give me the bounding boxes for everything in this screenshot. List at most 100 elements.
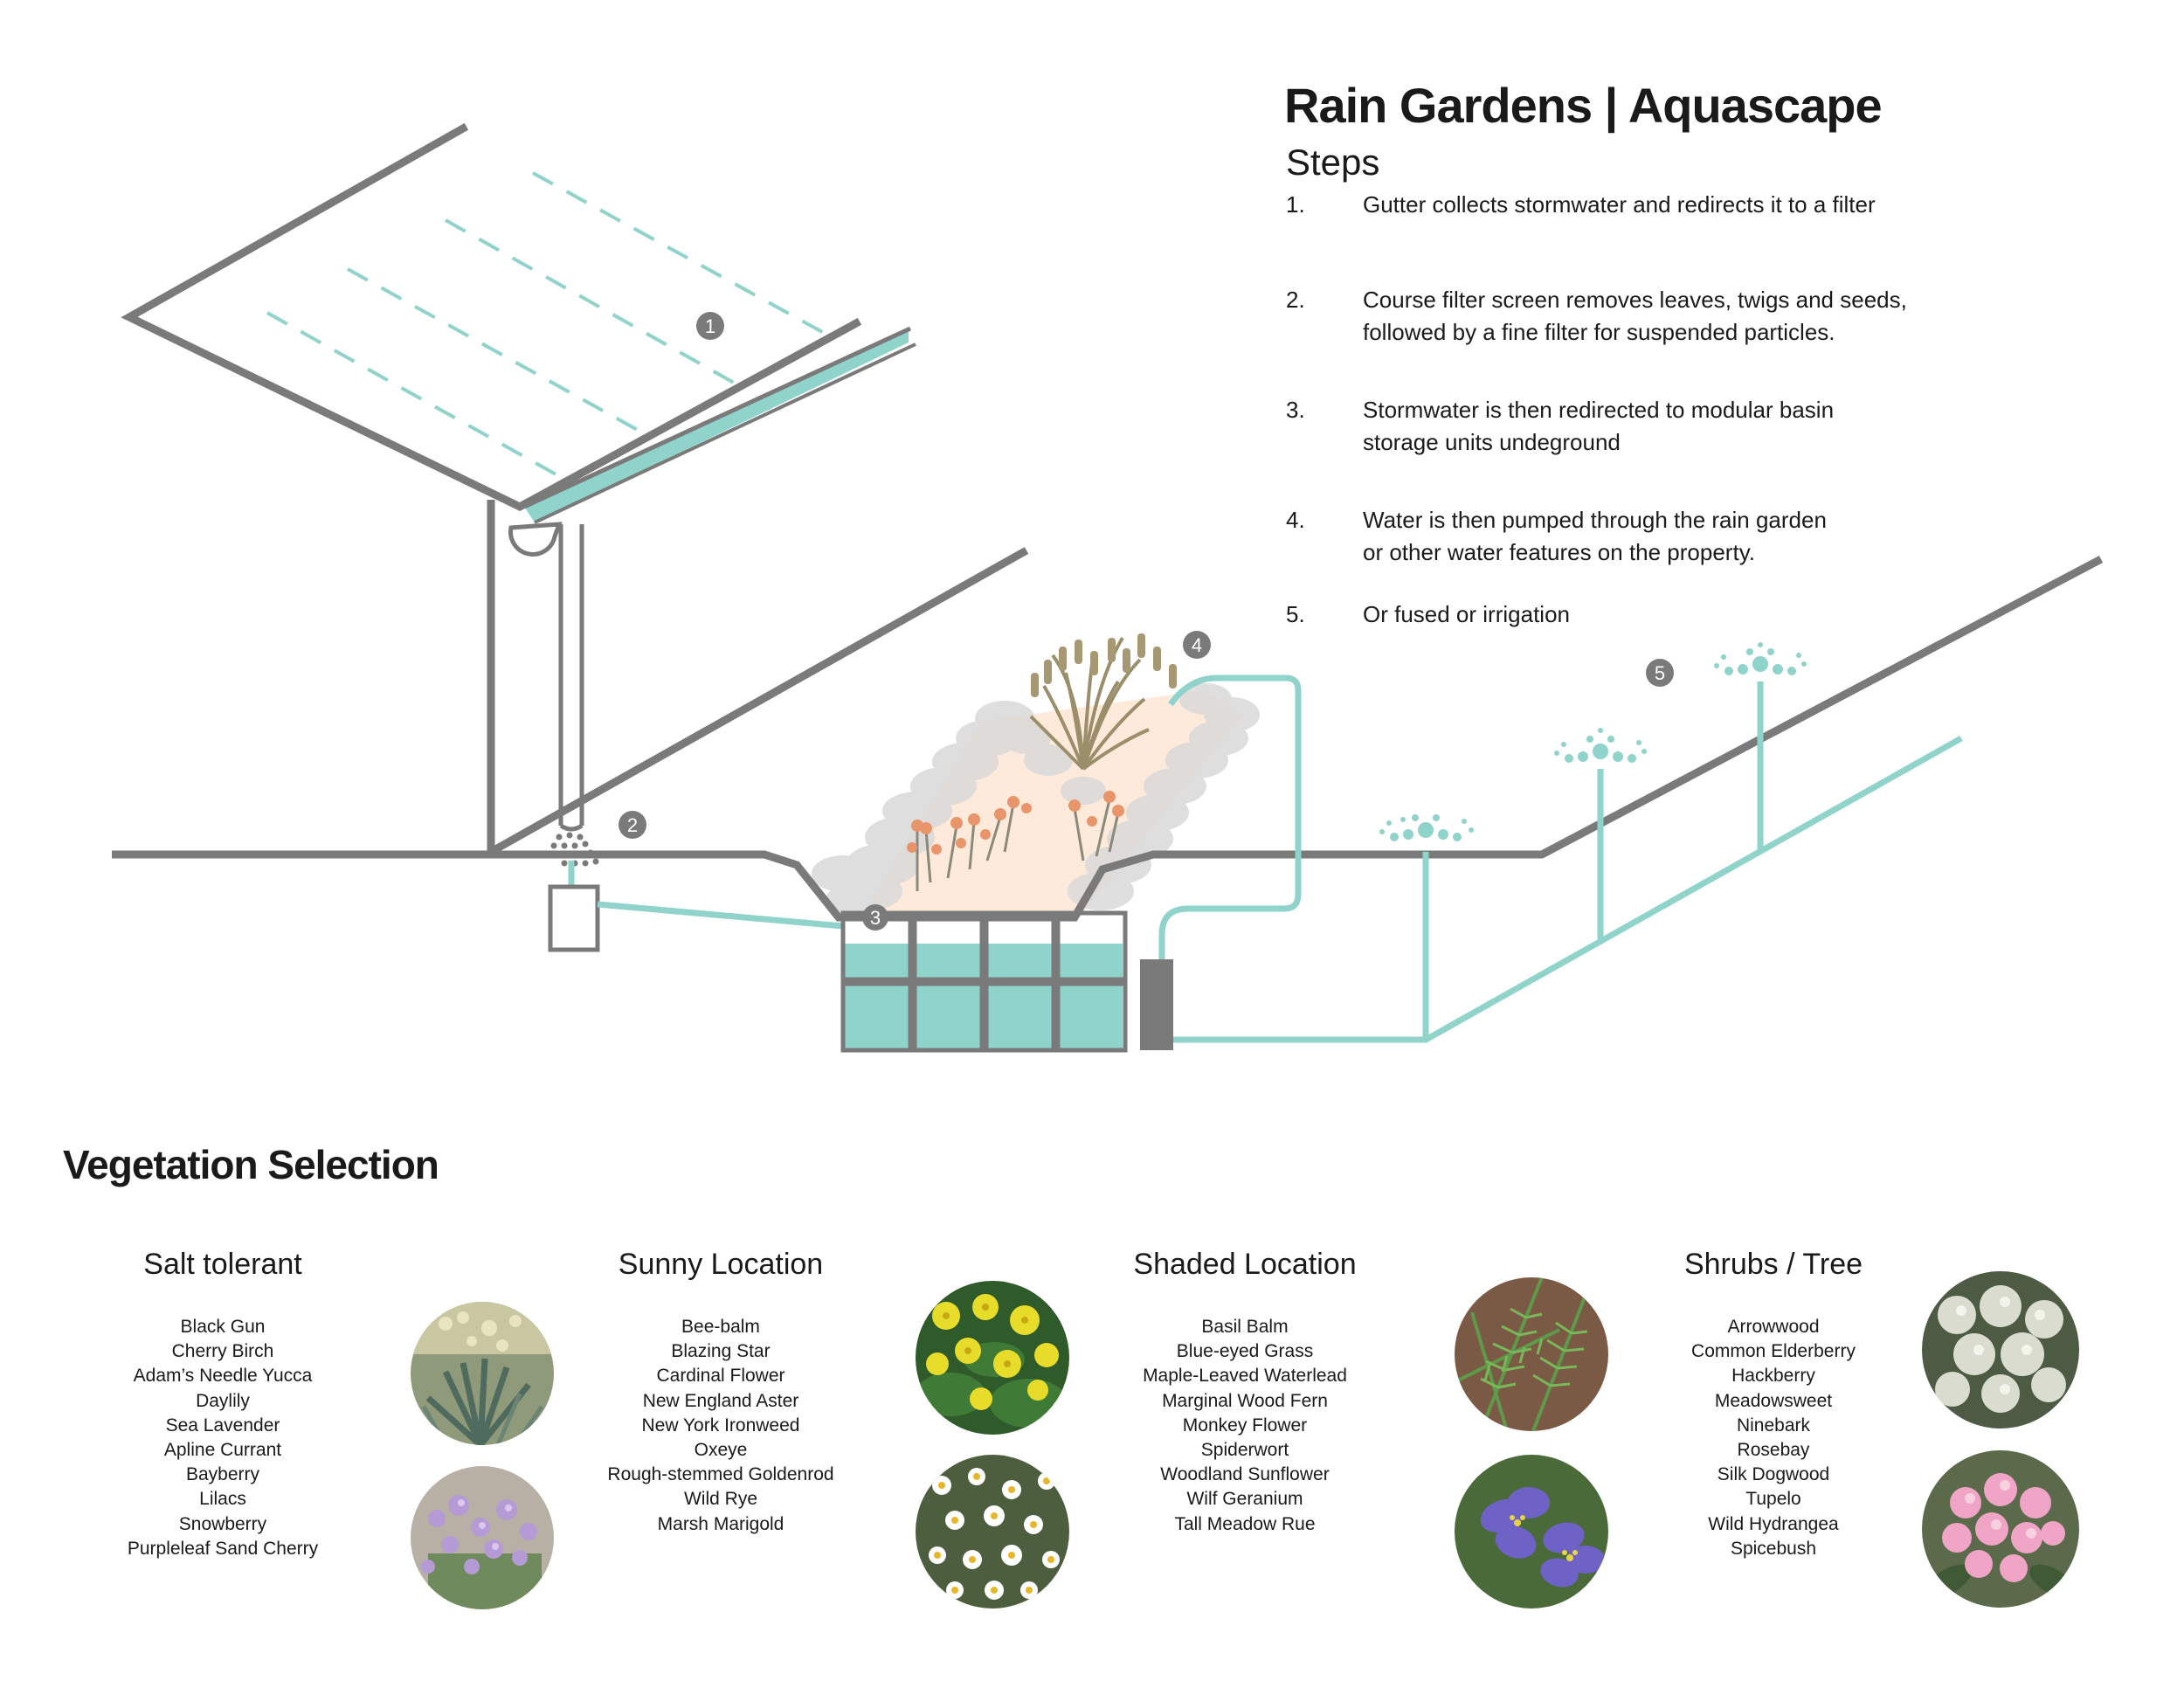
ground-line [112, 556, 2104, 922]
plant-name: Tupelo [1745, 1489, 1801, 1510]
yucca-plant-photo [411, 1302, 554, 1445]
plant-name: Cherry Birch [171, 1341, 274, 1362]
step-text: Gutter collects stormwater and redirects… [1363, 189, 2062, 221]
step-text-line: Gutter collects stormwater and redirects… [1363, 191, 1876, 218]
downspout [558, 524, 584, 832]
plant-name: Maple-Leaved Waterlead [1143, 1366, 1347, 1387]
plant-name: Hackberry [1731, 1366, 1815, 1387]
gutter [508, 326, 916, 557]
plant-name: Woodland Sunflower [1160, 1464, 1330, 1485]
filter-box [548, 861, 600, 952]
vegetation-section-title: Vegetation Selection [63, 1142, 439, 1187]
step-text-line: Stormwater is then redirected to modular… [1363, 397, 1835, 423]
salt-tolerant-heading: Salt tolerant [143, 1248, 302, 1281]
steps-heading: Steps [1286, 142, 1380, 183]
step-marker-3: 3 [862, 904, 888, 930]
salt-tolerant-plant-list: Black Gun Cherry Birch Adam’s Needle Yuc… [39, 1315, 406, 1561]
modular-basin-storage [840, 910, 1128, 1053]
plant-name: Black Gun [180, 1317, 266, 1337]
step-number: 4. [1286, 507, 1305, 533]
wood-fern-photo [1455, 1277, 1608, 1431]
rosebay-photo [1922, 1450, 2079, 1608]
plant-name: Lilacs [199, 1489, 246, 1510]
plant-name: Ninebark [1736, 1415, 1811, 1435]
svg-text:1: 1 [705, 315, 715, 337]
pump [1140, 959, 1173, 1050]
svg-text:2: 2 [627, 814, 638, 836]
shaded-location-heading: Shaded Location [1133, 1248, 1357, 1281]
step-number: 5. [1286, 601, 1305, 627]
plant-name: Blue-eyed Grass [1176, 1341, 1314, 1362]
plant-name: Rough-stemmed Goldenrod [607, 1464, 834, 1485]
roof [121, 122, 862, 512]
plant-name: Wilf Geranium [1186, 1489, 1303, 1510]
step-markers: 1 2 3 4 5 [619, 312, 1674, 930]
sunny-location-plant-list: Bee-balm Blazing Star Cardinal Flower Ne… [537, 1315, 904, 1537]
plant-name: Daylily [196, 1390, 250, 1411]
sunny-location-heading: Sunny Location [618, 1248, 824, 1281]
step-marker-5: 5 [1646, 659, 1674, 687]
step-number: 2. [1286, 287, 1305, 313]
plant-name: Common Elderberry [1691, 1341, 1856, 1362]
orange-flowers [907, 791, 1124, 891]
plant-name: New England Aster [642, 1390, 799, 1411]
roof-rain-lines [266, 171, 826, 478]
step-number: 3. [1286, 397, 1305, 423]
hill-slope-line [488, 547, 1029, 855]
step-marker-1: 1 [696, 312, 724, 340]
plant-name: Rosebay [1737, 1440, 1810, 1461]
plant-name: Cardinal Flower [656, 1366, 785, 1387]
step-text: Or fused or irrigation [1363, 598, 2062, 631]
plant-name: Tall Meadow Rue [1174, 1513, 1316, 1534]
svg-text:4: 4 [1192, 634, 1202, 656]
svg-text:5: 5 [1655, 662, 1665, 684]
spiderwort-photo [1455, 1455, 1608, 1608]
filter-to-basin-pipe [597, 901, 844, 930]
sea-lavender-photo [411, 1466, 554, 1609]
plant-name: Monkey Flower [1182, 1415, 1308, 1435]
elderberry-photo [1922, 1271, 2079, 1429]
page-title: Rain Gardens | Aquascape [1284, 78, 1883, 133]
step-text-line: followed by a fine filter for suspended … [1363, 319, 1835, 345]
irrigation-pipes [1173, 681, 1963, 1043]
plant-name: Basil Balm [1201, 1317, 1289, 1337]
shrubs-tree-plant-list: Arrowwood Common Elderberry Hackberry Me… [1590, 1315, 1957, 1561]
plant-name: Wild Hydrangea [1708, 1513, 1839, 1534]
plant-name: Spiderwort [1200, 1440, 1289, 1461]
step-marker-4: 4 [1183, 631, 1211, 659]
step-text-line: or other water features on the property. [1363, 539, 1755, 565]
rain-garden-bed [812, 633, 1260, 922]
plant-name: Purpleleaf Sand Cherry [127, 1538, 319, 1559]
step-text: Stormwater is then redirected to modular… [1363, 394, 2062, 459]
plant-name: Sea Lavender [165, 1415, 280, 1435]
plant-name: Meadowsweet [1714, 1390, 1833, 1411]
step-text-line: Water is then pumped through the rain ga… [1363, 507, 1827, 533]
svg-text:3: 3 [870, 907, 881, 929]
shrubs-tree-heading: Shrubs / Tree [1683, 1248, 1863, 1281]
plant-name: Bayberry [185, 1464, 260, 1485]
shaded-location-plant-list: Basil Balm Blue-eyed Grass Maple-Leaved … [1061, 1315, 1428, 1537]
plant-name: Silk Dogwood [1717, 1464, 1830, 1485]
plant-name: Marsh Marigold [657, 1513, 784, 1534]
plant-name: New York Ironweed [641, 1415, 800, 1435]
plant-name: Arrowwood [1727, 1317, 1820, 1337]
plant-name: Wild Rye [683, 1489, 757, 1510]
step-text: Water is then pumped through the rain ga… [1363, 504, 2062, 569]
plant-name: Blazing Star [671, 1341, 771, 1362]
plant-name: Spicebush [1730, 1538, 1817, 1559]
downspout-spray [550, 832, 599, 867]
rain-garden-section-diagram: 1 2 3 4 5 [112, 122, 2104, 1053]
plant-name: Marginal Wood Fern [1162, 1390, 1328, 1411]
oxeye-daisy-photo [916, 1455, 1069, 1608]
pump-to-garden-pipe [1158, 675, 1302, 959]
step-text-line: Or fused or irrigation [1363, 601, 1570, 627]
plant-name: Bee-balm [681, 1317, 760, 1337]
step-marker-2: 2 [619, 811, 646, 839]
plant-name: Adam’s Needle Yucca [133, 1366, 313, 1387]
step-text: Course filter screen removes leaves, twi… [1363, 284, 2062, 349]
plant-name: Apline Currant [163, 1440, 282, 1461]
step-number: 1. [1286, 191, 1305, 218]
marsh-marigold-photo [916, 1281, 1069, 1435]
step-text-line: Course filter screen removes leaves, twi… [1363, 287, 1907, 313]
sprinkler-spray [1379, 642, 1807, 841]
